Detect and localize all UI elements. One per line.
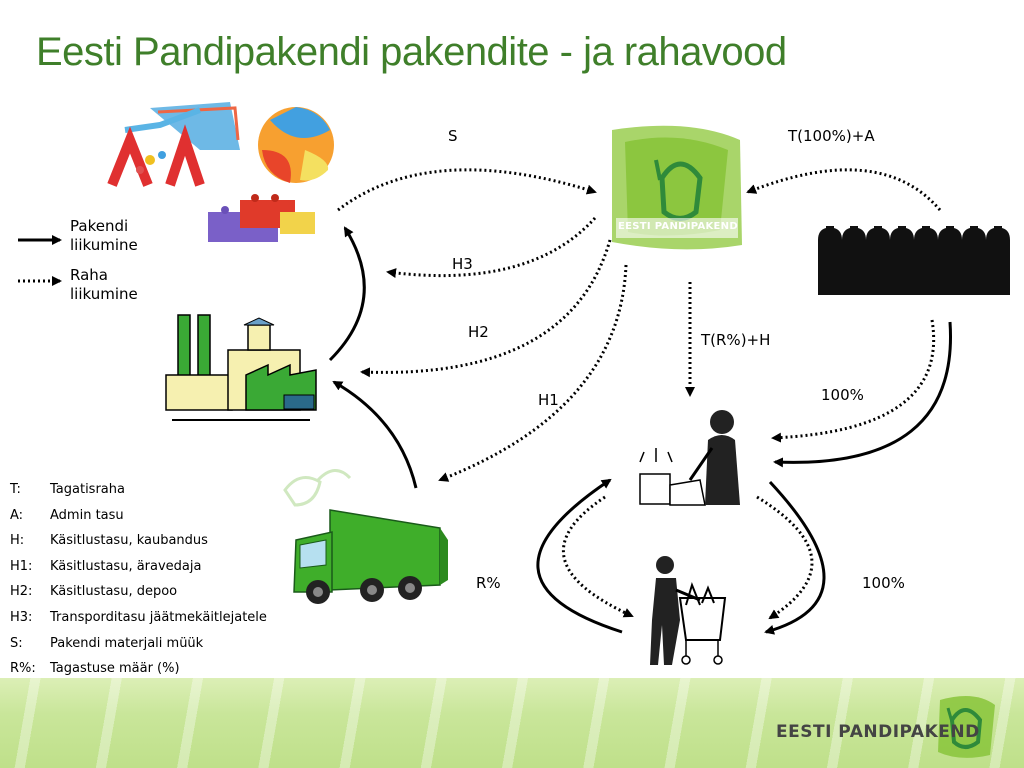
bottom-band <box>0 678 1024 768</box>
definition-row: S:Pakendi materjali müük <box>10 635 204 651</box>
label-h1: H1 <box>538 391 559 409</box>
cashier-icon <box>639 410 740 506</box>
arrow-s <box>337 168 597 212</box>
brand-text: EESTI PANDIPAKEND <box>776 722 980 742</box>
label-trh: T(R%)+H <box>701 331 771 349</box>
arrow-factory-to-toys <box>328 226 366 362</box>
label-100-bottom: 100% <box>862 574 905 592</box>
label-s: S <box>448 127 458 145</box>
center-logo-text: EESTI PANDIPAKEND <box>618 221 738 232</box>
arrow-t100a <box>746 168 942 211</box>
legend-dotted-label: Raha liikumine <box>70 266 138 303</box>
arrow-cashier-curve-left <box>536 478 623 634</box>
definition-row: A:Admin tasu <box>10 507 124 523</box>
arrow-cashier-curve-right <box>764 480 826 635</box>
label-h2: H2 <box>468 323 489 341</box>
label-t100a: T(100%)+A <box>788 127 875 145</box>
arrow-bottles-to-cashier <box>773 321 953 468</box>
bottles-icon <box>818 226 1010 295</box>
arrow-100-top <box>771 319 936 443</box>
arrow-h2 <box>360 239 612 378</box>
label-r-percent: R% <box>476 574 501 592</box>
eesti-pandipakend-logo <box>612 125 742 250</box>
definition-row: T:Tagatisraha <box>10 482 125 497</box>
label-h3: H3 <box>452 255 473 273</box>
garbage-truck-icon <box>283 469 448 604</box>
definition-row: H1:Käsitlustasu, äravedaja <box>10 558 202 574</box>
label-100-top: 100% <box>821 386 864 404</box>
arrow-h1 <box>438 264 628 482</box>
arrow-100-bottom <box>756 495 814 620</box>
arrow-r-percent <box>562 495 634 618</box>
bottom-band-texture <box>0 678 1024 768</box>
factory-icon <box>165 314 317 421</box>
page-title: Eesti Pandipakendi pakendite - ja rahavo… <box>36 30 787 74</box>
definition-row: H2:Käsitlustasu, depoo <box>10 584 178 600</box>
shopper-icon <box>650 556 727 665</box>
definition-row: R%:Tagastuse määr (%) <box>10 661 180 677</box>
definitions-list: T:Tagatisraha A:Admin tasu H:Käsitlustas… <box>10 482 267 687</box>
definition-row: H3:Transporditasu jäätmekäitlejatele <box>10 609 267 625</box>
legend-solid-label: Pakendi liikumine <box>70 217 138 254</box>
toys-icon <box>107 102 334 242</box>
arrow-truck-to-factory <box>332 380 418 489</box>
arrow-h3 <box>386 216 597 278</box>
definition-row: H:Käsitlustasu, kaubandus <box>10 533 208 549</box>
